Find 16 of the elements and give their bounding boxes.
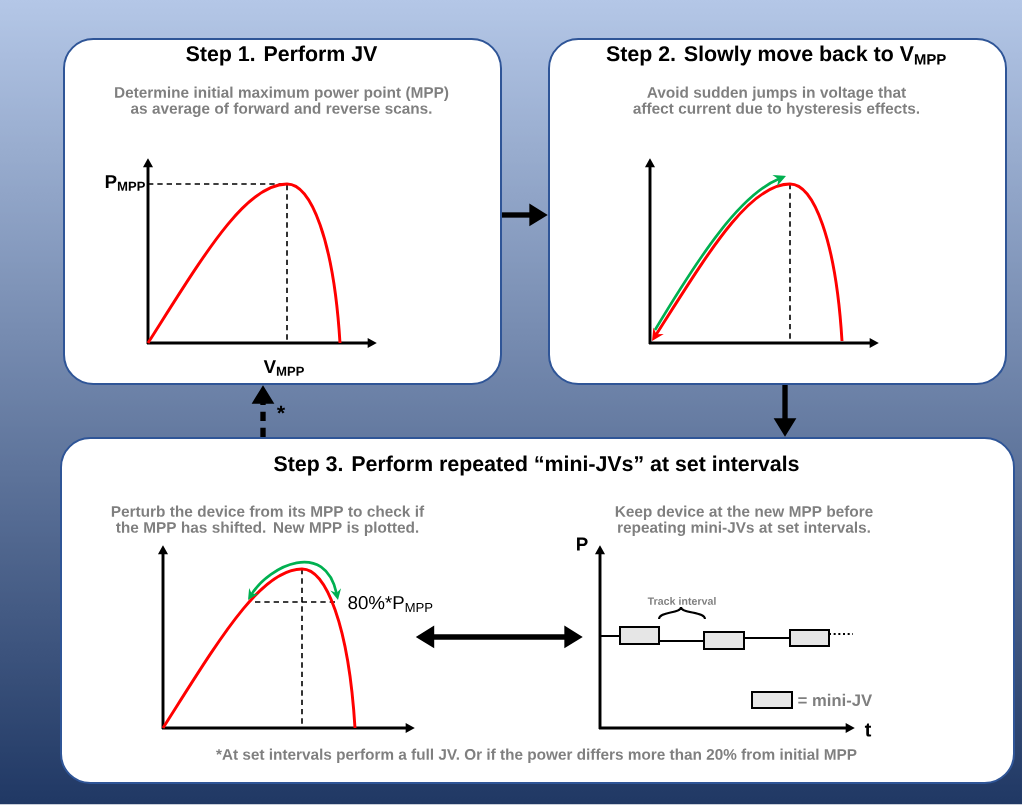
step-title: Step 2. Slowly move back to V$_{MPP}$ — [606, 45, 946, 66]
step-description: Keep device at the new MPP before repeating mini-JVs at set intervals. — [615, 505, 873, 536]
axis-label: t — [864, 723, 872, 737]
footnote: *At set intervals perform a full JV. Or if the power differs more than 20% from initial MPP — [216, 748, 857, 763]
step-description: Avoid sudden jumps in voltage that affect current due to hysteresis effects. — [633, 86, 920, 117]
axis-label: P$_{MPP}$ — [105, 175, 145, 191]
step-title: Step 3. Perform repeated “mini-JVs” at set intervals — [274, 455, 799, 476]
legend-label: = mini-JV — [798, 693, 873, 707]
step-panel — [60, 437, 1015, 784]
axis-label: V$_{MPP}$ — [263, 360, 304, 376]
threshold-label: 80%*P$_{MPP}$ — [348, 596, 433, 612]
step-title: Step 1. Perform JV — [186, 45, 378, 66]
interval-label: Track interval — [647, 597, 716, 605]
step-description: Perturb the device from its MPP to check if the MPP has shifted. New MPP is plotted. — [111, 505, 425, 536]
edge-label: * — [276, 405, 286, 414]
step-description: Determine initial maximum power point (MPP) as average of forward and reverse scans. — [115, 86, 449, 117]
